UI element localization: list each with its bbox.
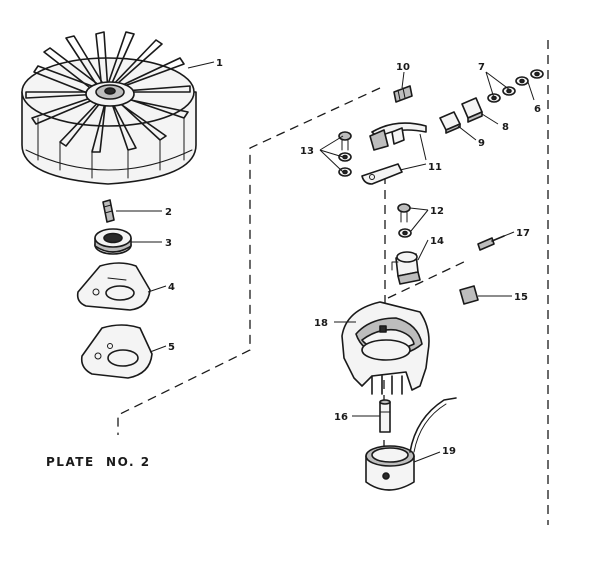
callout-12: 12 — [430, 206, 444, 217]
callout-15: 15 — [514, 292, 528, 303]
callout-4: 4 — [168, 282, 175, 293]
screw-set-part-12 — [397, 203, 412, 238]
callout-17: 17 — [516, 228, 530, 239]
callout-6: 6 — [534, 104, 541, 115]
callout-numbers: 1 2 3 4 5 6 7 8 9 10 11 12 13 14 15 16 1… — [165, 58, 541, 457]
point-arm-part-11 — [361, 122, 427, 185]
condenser-part-14 — [391, 251, 421, 285]
leader-lines — [116, 61, 535, 463]
breaker-housing-part-18 — [341, 301, 430, 395]
screw-set-part-13 — [338, 131, 352, 177]
callout-3: 3 — [165, 238, 172, 249]
callout-11: 11 — [428, 162, 442, 173]
callout-13: 13 — [300, 146, 314, 157]
callout-1: 1 — [216, 58, 223, 69]
flywheel-nut-part-3 — [94, 228, 132, 255]
block-part-9 — [439, 111, 461, 134]
callout-10: 10 — [396, 62, 410, 73]
washers-part-7 — [487, 86, 516, 103]
pin-part-17 — [477, 235, 505, 251]
callout-8: 8 — [502, 122, 509, 133]
terminal-part-10 — [393, 85, 413, 103]
flywheel-key-part-2 — [102, 199, 115, 223]
flywheel-part-1 — [21, 31, 197, 185]
block-part-8 — [461, 97, 483, 123]
callout-5: 5 — [168, 342, 175, 353]
alignment-lines — [117, 40, 549, 525]
nuts-part-6 — [515, 69, 544, 86]
plate-title: PLATE NO. 2 — [46, 455, 151, 469]
callout-16: 16 — [334, 412, 348, 423]
cover-part-19 — [365, 397, 457, 491]
callout-19: 19 — [442, 446, 456, 457]
plate-part-4 — [76, 262, 151, 311]
shaft-part-16 — [379, 399, 391, 433]
callout-18: 18 — [314, 318, 328, 329]
callout-2: 2 — [165, 207, 172, 218]
felt-pad-part-15 — [459, 285, 479, 305]
gasket-part-5 — [80, 324, 153, 379]
callout-14: 14 — [430, 236, 444, 247]
callout-9: 9 — [478, 138, 485, 149]
callout-7: 7 — [478, 62, 485, 73]
